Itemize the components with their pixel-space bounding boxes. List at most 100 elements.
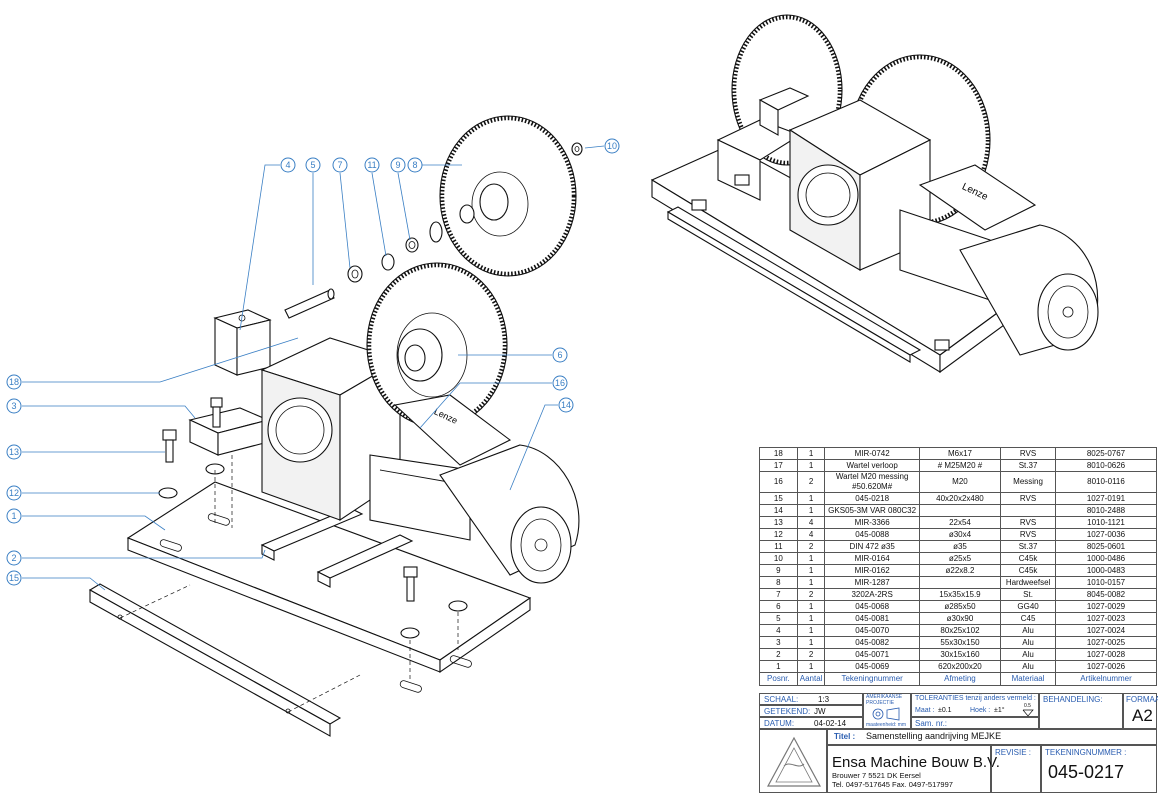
parts-cell-material: C45k (1000, 564, 1056, 577)
parts-cell-drawing: 045-0068 (824, 600, 920, 613)
parts-cell-drawing: 045-0088 (824, 528, 920, 541)
parts-cell-qty: 1 (796, 504, 826, 517)
parts-cell-dims: ø30x4 (918, 528, 1002, 541)
roughness-symbol-icon (1022, 709, 1034, 717)
parts-cell-drawing: 045-0071 (824, 648, 920, 661)
parts-cell-qty: 1 (796, 612, 826, 625)
revisie-cell: REVISIE : (991, 745, 1041, 793)
parts-cell-drawing: MIR-1287 (824, 576, 920, 589)
projection-label: AMERIKAANSE PROJECTIE (866, 694, 903, 706)
projection-cell: AMERIKAANSE PROJECTIE maateenheid: mm (863, 693, 911, 729)
parts-cell-pos: 6 (759, 600, 798, 613)
parts-cell-article: 1027-0025 (1055, 636, 1157, 649)
parts-cell-pos: 4 (759, 624, 798, 637)
parts-cell-article: 8010-0626 (1055, 459, 1157, 472)
title-block: SCHAAL: 1:3 GETEKEND: JW DATUM: 04-02-14… (759, 693, 1158, 793)
parts-cell-pos: 10 (759, 552, 798, 565)
schaal-value: 1:3 (818, 695, 830, 704)
parts-cell-drawing: 045-0069 (824, 660, 920, 673)
parts-cell-dims: M20 (918, 471, 1002, 493)
balloon-13: 13 (6, 444, 22, 460)
parts-cell-article: 1027-0026 (1055, 660, 1157, 673)
bearing-block-4 (213, 309, 272, 376)
tolerance-label: TOLERANTIES tenzij anders vermeld : (915, 695, 1036, 702)
maat-label: Maat : (915, 707, 935, 714)
parts-cell-qty: 1 (796, 492, 826, 505)
parts-cell-pos: 17 (759, 459, 798, 472)
parts-cell-pos: 12 (759, 528, 798, 541)
revisie-label: REVISIE : (995, 748, 1032, 757)
getekend-value: JW (814, 707, 826, 716)
balloon-6: 6 (552, 347, 568, 363)
svg-text:6: 6 (557, 350, 562, 360)
drawing-number-cell: TEKENINGNUMMER : 045-0217 (1041, 745, 1157, 793)
parts-cell-material: Messing (1000, 471, 1056, 493)
parts-cell-dims: ø30x90 (918, 612, 1002, 625)
parts-cell-pos: 1 (759, 660, 798, 673)
schaal-label: SCHAAL: (764, 695, 799, 704)
parts-cell-article: 1027-0191 (1055, 492, 1157, 505)
parts-cell-qty: 1 (796, 552, 826, 565)
company-cell: Ensa Machine Bouw B.V. Brouwer 7 5521 DK… (827, 745, 1000, 793)
balloon-9: 9 (390, 157, 406, 173)
parts-cell-qty: 1 (796, 636, 826, 649)
parts-cell-article: 1027-0028 (1055, 648, 1157, 661)
getekend-cell: GETEKEND: JW (759, 705, 863, 717)
parts-cell-qty: 2 (796, 471, 826, 493)
ensa-logo-icon (766, 736, 822, 787)
parts-cell-qty: 1 (796, 624, 826, 637)
parts-cell-qty: 2 (796, 588, 826, 601)
parts-cell-drawing: MIR-0742 (824, 447, 920, 460)
parts-cell-drawing: 045-0082 (824, 636, 920, 649)
parts-cell-material: RVS (1000, 447, 1056, 460)
parts-cell-article: 8010-2488 (1055, 504, 1157, 517)
parts-cell-material: C45k (1000, 552, 1056, 565)
datum-value: 04-02-14 (814, 719, 847, 728)
drawing-title: Samenstelling aandrijving MEJKE (866, 731, 1002, 741)
svg-text:7: 7 (337, 160, 342, 170)
small-parts (347, 142, 583, 283)
title-label: Titel : (834, 732, 856, 741)
balloon-15: 15 (6, 570, 22, 586)
balloon-4: 4 (280, 157, 296, 173)
parts-cell-article: 8025-0601 (1055, 540, 1157, 553)
parts-cell-dims: 620x200x20 (918, 660, 1002, 673)
parts-cell-drawing: GKS05-3M VAR 080C32 (824, 504, 920, 517)
parts-cell-material: Hardweefsel (1000, 576, 1056, 589)
logo-cell (759, 729, 827, 793)
maateenheid-label: maateenheid: mm (866, 722, 907, 728)
parts-cell-pos: 9 (759, 564, 798, 577)
parts-cell-dims: # M25M20 # (918, 459, 1002, 472)
parts-cell-material: St. (1000, 588, 1056, 601)
parts-cell-article: 1027-0024 (1055, 624, 1157, 637)
roughness-value: 0.5 (1024, 703, 1031, 709)
title-cell: Titel : Samenstelling aandrijving MEJKE (827, 729, 1157, 745)
svg-text:9: 9 (395, 160, 400, 170)
parts-cell-article: 1000-0483 (1055, 564, 1157, 577)
fasteners (158, 397, 468, 639)
parts-cell-article: 8010-0116 (1055, 471, 1157, 493)
balloon-3: 3 (6, 398, 22, 414)
upper-gear (439, 115, 577, 277)
parts-cell-pos: 11 (759, 540, 798, 553)
projection-symbol-icon (872, 707, 900, 721)
formaat-value: A2 (1132, 706, 1153, 725)
parts-cell-article: 1027-0023 (1055, 612, 1157, 625)
parts-cell-qty: 2 (796, 540, 826, 553)
parts-cell-qty: 1 (796, 564, 826, 577)
svg-text:11: 11 (367, 160, 376, 170)
parts-cell-material: Alu (1000, 624, 1056, 637)
parts-cell-drawing: 045-0081 (824, 612, 920, 625)
balloon-18: 18 (6, 374, 22, 390)
